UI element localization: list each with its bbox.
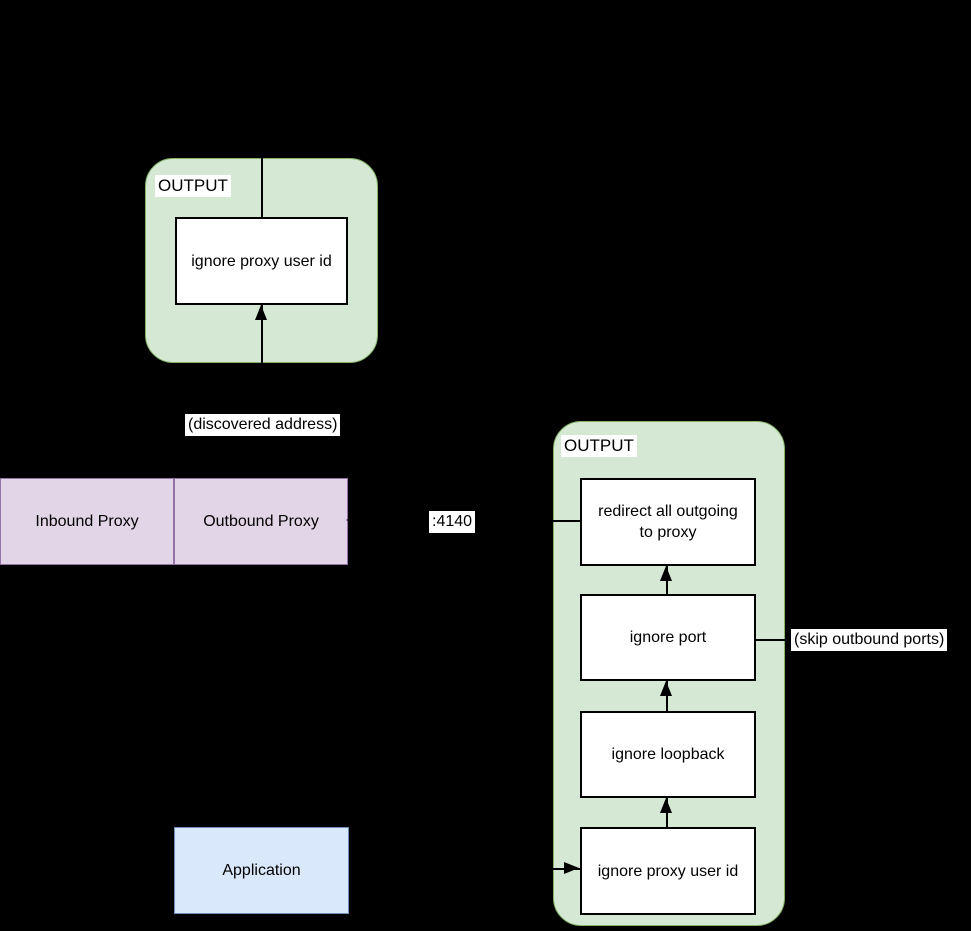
arrowhead-up-into-left-rule-icon bbox=[255, 305, 267, 320]
arrowhead-up-into-ignore-port-icon bbox=[660, 681, 672, 696]
edge-label-skip-outbound-ports: (skip outbound ports) bbox=[791, 629, 948, 651]
rule-ignore-port: ignore port bbox=[580, 594, 756, 681]
edge-outbound-proxy-to-left-rule bbox=[261, 305, 263, 363]
rule-right-ignore-proxy-user-id: ignore proxy user id bbox=[580, 827, 756, 915]
output-chain-left-title: OUTPUT bbox=[155, 175, 231, 197]
edge-ignore-port-to-skip-label bbox=[756, 639, 791, 641]
edge-left-rule-to-network bbox=[261, 158, 263, 217]
rule-left-ignore-proxy-user-id: ignore proxy user id bbox=[175, 217, 348, 305]
edge-label-discovered-address: (discovered address) bbox=[185, 414, 341, 436]
edge-ignore-loopback-to-ignore-port bbox=[666, 681, 668, 711]
outbound-proxy-node: Outbound Proxy bbox=[174, 478, 348, 565]
inbound-proxy-node: Inbound Proxy bbox=[0, 478, 174, 565]
arrowhead-up-into-redirect-icon bbox=[660, 566, 672, 581]
application-node: Application bbox=[174, 827, 349, 914]
arrowhead-left-into-outbound-proxy-icon bbox=[346, 514, 361, 526]
arrowhead-up-into-ignore-loopback-icon bbox=[660, 798, 672, 813]
output-chain-right-title: OUTPUT bbox=[561, 435, 637, 457]
edge-application-to-right-chain bbox=[349, 868, 580, 870]
rule-ignore-loopback: ignore loopback bbox=[580, 711, 756, 798]
edge-label-port-4140: :4140 bbox=[429, 511, 476, 533]
rule-redirect-all-outgoing-to-proxy: redirect all outgoing to proxy bbox=[580, 478, 756, 566]
arrowhead-right-into-right-rule-icon bbox=[564, 862, 579, 874]
